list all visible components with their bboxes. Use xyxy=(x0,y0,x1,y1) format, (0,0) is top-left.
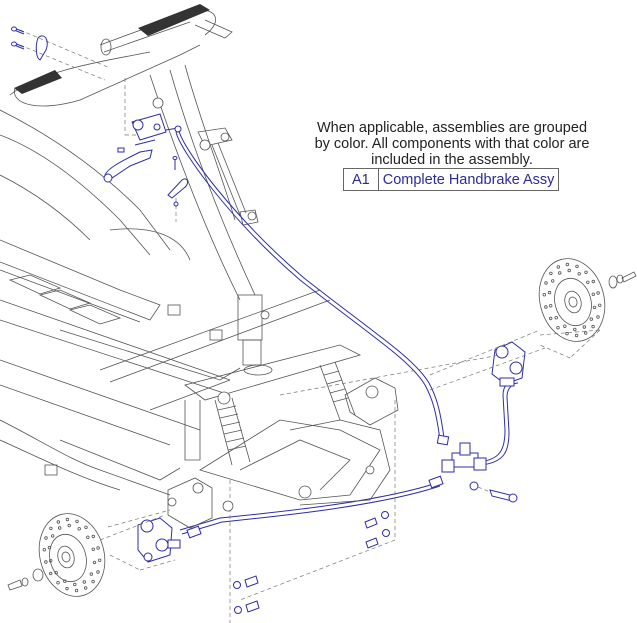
disc-vent-hole xyxy=(582,325,586,329)
legend-row: A1 Complete Handbrake Assy xyxy=(343,168,560,191)
right-grip xyxy=(138,4,210,36)
disc-vent-hole xyxy=(573,327,577,332)
assembly-grouping-note: When applicable, assemblies are grouped … xyxy=(314,120,590,168)
right-brake-disc xyxy=(279,258,637,396)
left-brake-caliper xyxy=(137,517,181,563)
disc-vent-hole xyxy=(575,264,579,269)
disc-vent-hole xyxy=(592,305,597,310)
disc-vent-hole xyxy=(542,293,546,297)
disc-vent-hole xyxy=(91,579,95,584)
disc-vent-hole xyxy=(89,572,93,576)
disc-vent-hole xyxy=(44,560,48,564)
brake-tee-fitting xyxy=(441,442,518,503)
right-brake-caliper xyxy=(491,341,526,387)
disc-vent-hole xyxy=(591,279,595,284)
disc-vent-hole xyxy=(567,268,571,273)
disc-vent-hole xyxy=(596,291,600,295)
disc-vent-hole xyxy=(591,292,595,296)
disc-vent-hole xyxy=(91,534,95,539)
disc-vent-hole xyxy=(42,548,46,552)
disc-vent-hole xyxy=(63,579,67,583)
brake-lever-master-cylinder xyxy=(11,26,189,222)
disc-vent-hole xyxy=(84,525,88,529)
disc-vent-hole xyxy=(549,304,553,308)
disc-vent-hole xyxy=(563,324,567,328)
disc-vent-hole xyxy=(82,580,86,584)
assembly-legend: A1 Complete Handbrake Assy xyxy=(343,168,560,191)
disc-vent-hole xyxy=(549,316,553,321)
disc-vent-hole xyxy=(556,265,560,269)
disc-vent-hole xyxy=(51,534,55,538)
disc-vent-hole xyxy=(549,271,553,276)
disc-vent-hole xyxy=(49,571,53,576)
disc-vent-hole xyxy=(74,588,79,593)
disc-vent-hole xyxy=(544,305,548,309)
legend-description: Complete Handbrake Assy xyxy=(377,168,560,191)
disc-vent-hole xyxy=(86,535,90,539)
disc-vent-hole xyxy=(77,527,81,531)
disc-vent-hole xyxy=(544,281,548,285)
disc-vent-hole xyxy=(596,315,600,319)
left-grip xyxy=(14,70,62,94)
disc-vent-hole xyxy=(58,526,62,530)
disc-vent-hole xyxy=(56,520,60,524)
disc-vent-hole xyxy=(54,571,58,575)
disc-vent-hole xyxy=(92,560,97,565)
disc-vent-hole xyxy=(558,271,562,275)
disc-vent-hole xyxy=(91,547,95,551)
handlebar xyxy=(9,4,233,136)
disc-vent-hole xyxy=(83,586,88,590)
steering-column xyxy=(109,64,273,376)
disc-vent-hole xyxy=(598,303,602,307)
disc-vent-hole xyxy=(67,523,71,528)
disc-vent-hole xyxy=(96,546,100,550)
left-brake-disc xyxy=(7,509,176,597)
disc-vent-hole xyxy=(44,536,48,540)
disc-vent-hole xyxy=(551,279,555,283)
disc-vent-hole xyxy=(577,272,581,276)
disc-vent-hole xyxy=(586,280,590,284)
disc-vent-hole xyxy=(75,519,79,524)
suspension xyxy=(167,344,399,529)
disc-vent-hole xyxy=(556,326,560,330)
disc-vent-hole xyxy=(49,526,53,531)
disc-vent-hole xyxy=(584,331,588,335)
disc-vent-hole xyxy=(547,290,552,295)
disc-vent-hole xyxy=(574,333,579,338)
disc-vent-hole xyxy=(56,581,60,585)
disc-vent-hole xyxy=(584,270,588,274)
disc-vent-hole xyxy=(554,316,558,320)
legend-code: A1 xyxy=(343,168,379,191)
disc-vent-hole xyxy=(589,317,593,321)
clamp xyxy=(35,35,48,61)
disc-vent-hole xyxy=(49,559,53,563)
disc-vent-hole xyxy=(565,331,569,336)
frame xyxy=(0,109,331,496)
disc-vent-hole xyxy=(65,586,69,591)
disc-vent-hole xyxy=(65,517,70,522)
disc-vent-hole xyxy=(591,324,595,329)
disc-vent-hole xyxy=(47,545,52,550)
brake-hose xyxy=(175,130,519,539)
disc-vent-hole xyxy=(565,262,570,267)
disc-vent-hole xyxy=(73,582,77,587)
disc-vent-hole xyxy=(97,558,102,562)
disc-vent-hole xyxy=(96,570,100,574)
